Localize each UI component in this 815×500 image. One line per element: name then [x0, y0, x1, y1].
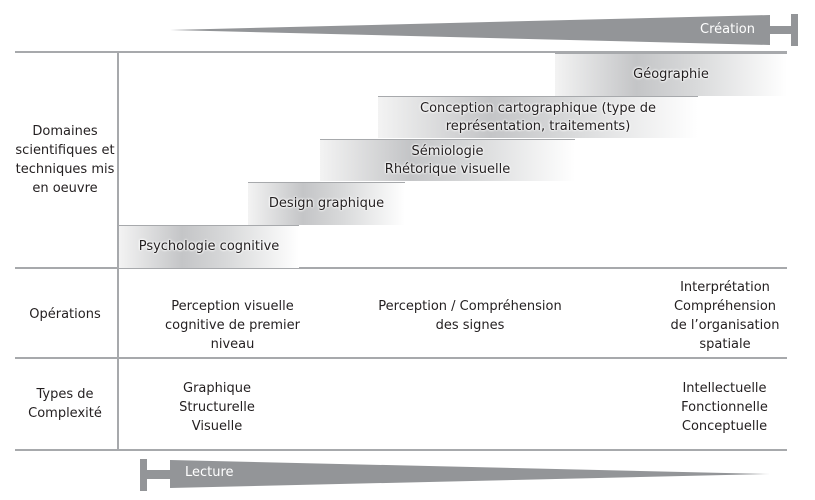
divider — [15, 267, 787, 269]
band-semiologie: Sémiologie Rhétorique visuelle — [320, 139, 575, 181]
divider — [15, 449, 787, 451]
lecture-label: Lecture — [185, 465, 234, 480]
band-geographie: Géographie — [555, 53, 787, 96]
creation-arrow — [170, 14, 798, 46]
band-design: Design graphique — [248, 182, 405, 225]
operation-comprehension-signes: Perception / Compréhension des signes — [378, 299, 562, 333]
row-label-operations: Opérations — [29, 307, 101, 322]
operation-interpretation: Interprétation Compréhension de l’organi… — [670, 280, 780, 352]
band-psychologie: Psychologie cognitive — [119, 225, 299, 268]
band-conception: Conception cartographique (type de repré… — [378, 96, 698, 138]
complexite-graphique: Graphique Structurelle Visuelle — [179, 381, 255, 434]
lecture-arrow — [140, 459, 770, 491]
column-divider — [117, 52, 119, 450]
operation-perception-visuelle: Perception visuelle cognitive de premier… — [164, 299, 301, 352]
row-label-complexite: Types de Complexité — [28, 387, 102, 421]
complexite-intellectuelle: Intellectuelle Fonctionnelle Conceptuell… — [681, 381, 768, 434]
divider — [15, 357, 787, 359]
divider — [15, 51, 787, 53]
creation-label: Création — [700, 22, 756, 37]
row-label-domaines: Domaines scientifiques et techniques mis… — [15, 124, 115, 196]
